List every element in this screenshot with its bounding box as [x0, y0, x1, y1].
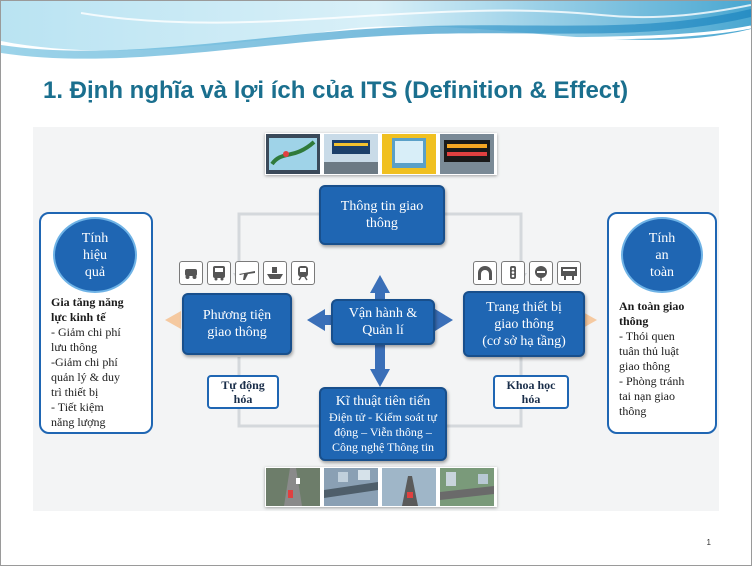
top-thumbnail-strip — [265, 133, 497, 175]
automation-line2: hóa — [233, 392, 253, 406]
safety-circle: Tính an toàn — [621, 217, 703, 293]
header-wave-decoration — [1, 1, 751, 66]
efficiency-text-line: - Tiết kiệm — [51, 400, 104, 414]
message-board-thumbnail — [440, 134, 494, 174]
safety-text-line: giao thông — [619, 359, 670, 373]
vehicles-line1: Phương tiện — [202, 308, 272, 323]
bottom-thumbnail-strip — [265, 467, 497, 507]
highway-thumbnail — [382, 468, 436, 506]
efficiency-circle-line2: hiệu — [82, 247, 108, 263]
page-number: 1 — [706, 538, 711, 547]
efficiency-heading-line1: Gia tăng năng — [51, 295, 124, 309]
side-arrow-left — [165, 311, 181, 329]
advanced-technology-line3: Công nghệ Thông tin — [331, 440, 435, 454]
slide-title: 1. Định nghĩa và lợi ích của ITS (Defini… — [43, 77, 629, 104]
airplane-icon — [235, 261, 259, 285]
train-icon — [291, 261, 315, 285]
arrow-right-head — [435, 309, 453, 331]
scientization-line1: Khoa học — [506, 378, 556, 392]
road-sign-icon — [529, 261, 553, 285]
car-icon — [179, 261, 203, 285]
arrow-left-head — [307, 309, 325, 331]
city-road-thumbnail — [440, 468, 494, 506]
safety-text-line: tai nạn giao — [619, 389, 675, 403]
safety-circle-line1: Tính — [648, 230, 676, 246]
arrow-up-head — [370, 275, 390, 293]
traffic-information-line2: thông — [366, 216, 398, 231]
arrow-down-head — [370, 369, 390, 387]
infrastructure-line2: giao thông — [494, 316, 554, 332]
traffic-information-line1: Thông tin giao — [340, 199, 424, 214]
infrastructure-line3: (cơ sở hạ tầng) — [482, 333, 566, 349]
ship-icon — [263, 261, 287, 285]
traffic-map-thumbnail — [266, 134, 320, 174]
vehicles-line2: giao thông — [207, 325, 267, 340]
connector-top-left — [237, 212, 319, 283]
vehicles-box: Phương tiện giao thông — [182, 293, 292, 355]
scientization-label: Khoa học hóa — [493, 375, 569, 409]
infrastructure-line1: Trang thiết bị — [486, 299, 562, 315]
safety-text-line: - Thói quen — [619, 329, 675, 343]
advanced-technology-line2: động – Viễn thông – — [334, 425, 432, 439]
operation-management-box: Vận hành & Quản lí — [331, 299, 435, 345]
efficiency-text-line: quản lý & duy — [51, 370, 120, 384]
safety-description: An toàn giao thông - Thói quen tuân thủ … — [619, 299, 711, 419]
intersection-thumbnail — [324, 468, 378, 506]
arrow-down-shaft — [375, 341, 385, 369]
connector-top-right — [443, 212, 523, 283]
operation-management-line2: Quản lí — [362, 323, 404, 338]
safety-heading-line2: thông — [619, 314, 649, 328]
efficiency-text-line: năng lượng — [51, 415, 106, 429]
efficiency-circle-line3: quả — [84, 264, 106, 280]
bus-icon — [207, 261, 231, 285]
safety-heading-line1: An toàn giao — [619, 299, 685, 313]
vehicle-icon-row — [179, 261, 315, 285]
efficiency-circle: Tính hiệu quả — [53, 217, 137, 293]
infrastructure-icon-row — [473, 261, 581, 285]
safety-text-line: - Phòng tránh — [619, 374, 685, 388]
automation-line1: Tự động — [221, 378, 265, 392]
safety-text-line: thông — [619, 404, 647, 418]
efficiency-text-line: trì thiết bị — [51, 385, 99, 399]
traffic-light-icon — [501, 261, 525, 285]
display-board-icon — [557, 261, 581, 285]
safety-circle-line2: an — [655, 247, 669, 263]
scientization-line2: hóa — [521, 392, 541, 406]
roadside-sign-thumbnail — [324, 134, 378, 174]
efficiency-text-line: lưu thông — [51, 340, 98, 354]
efficiency-text-line: - Giảm chi phí — [51, 325, 121, 339]
safety-text-line: tuân thủ luật — [619, 344, 679, 358]
road-traffic-thumbnail — [266, 468, 320, 506]
traffic-information-box: Thông tin giao thông — [319, 185, 445, 245]
efficiency-heading-line2: lực kinh tế — [51, 310, 106, 324]
advanced-technology-line1: Điện tử - Kiểm soát tự — [329, 410, 437, 424]
tunnel-icon — [473, 261, 497, 285]
information-kiosk-thumbnail — [382, 134, 436, 174]
infrastructure-box: Trang thiết bị giao thông (cơ sở hạ tầng… — [463, 291, 585, 357]
advanced-technology-box: Kĩ thuật tiên tiến Điện tử - Kiểm soát t… — [319, 387, 447, 461]
efficiency-text-line: -Giảm chi phí — [51, 355, 118, 369]
efficiency-description: Gia tăng năng lực kinh tế - Giảm chi phí… — [51, 295, 147, 430]
efficiency-circle-line1: Tính — [81, 230, 109, 246]
arrow-left-shaft — [323, 315, 337, 325]
advanced-technology-title: Kĩ thuật tiên tiến — [335, 394, 431, 409]
safety-circle-line3: toàn — [649, 264, 675, 280]
automation-label: Tự động hóa — [207, 375, 279, 409]
operation-management-line1: Vận hành & — [348, 306, 418, 321]
side-arrow-right — [581, 311, 597, 329]
